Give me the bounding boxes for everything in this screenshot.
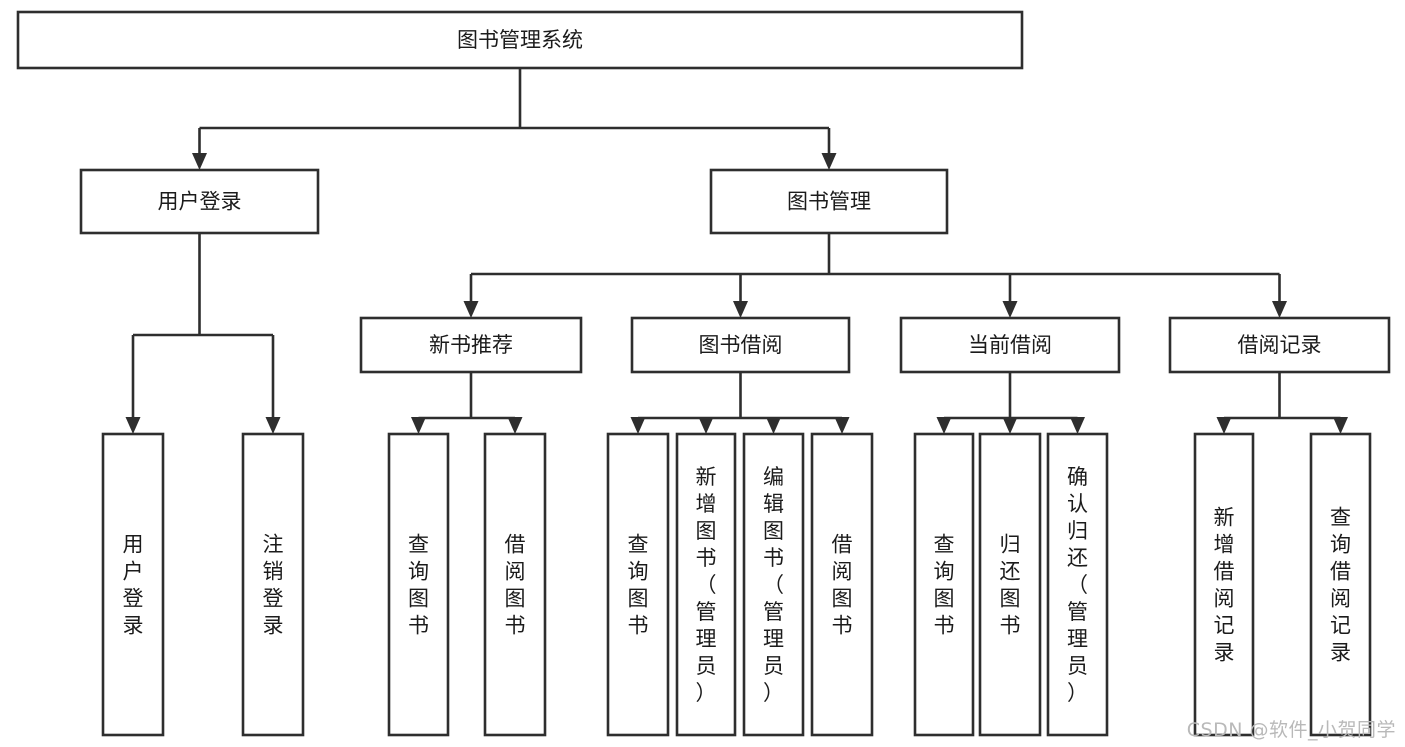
arrow-book-borrow-to-leaf-query-book-2 [630,417,646,434]
arrow-new-book-recommend-to-leaf-borrow-book-1 [507,417,523,434]
node-current-borrow-label: 当前借阅 [968,333,1052,357]
arrow-book-manage-to-current-borrow [1002,301,1018,318]
node-leaf-add-borrow-record-box [1193,432,1255,737]
arrow-book-borrow-to-leaf-borrow-book-2 [834,417,850,434]
node-leaf-add-book-admin-label: 新增图书（管理员） [696,465,717,705]
node-leaf-confirm-return-admin-box [1046,432,1109,737]
node-root-box [16,10,1024,70]
node-leaf-query-book-2[interactable]: 查询图书 [606,432,670,737]
node-leaf-return-book-label: 归还图书 [1000,533,1021,638]
node-leaf-edit-book-admin-label: 编辑图书（管理员） [763,465,784,705]
node-leaf-borrow-book-1[interactable]: 借阅图书 [483,432,547,737]
arrow-book-borrow-to-leaf-edit-book-admin [766,417,781,434]
node-leaf-add-borrow-record[interactable]: 新增借阅记录 [1193,432,1255,737]
arrow-book-manage-to-new-book-recommend [463,301,479,318]
connector-layer [125,68,1348,434]
node-book-manage[interactable]: 图书管理 [709,168,949,235]
node-book-manage-label: 图书管理 [787,190,871,214]
arrow-book-manage-to-book-borrow [733,301,748,318]
node-leaf-edit-book-admin-box [742,432,805,737]
node-leaf-edit-book-admin[interactable]: 编辑图书（管理员） [742,432,805,737]
node-leaf-borrow-book-1-label: 借阅图书 [505,533,526,638]
node-current-borrow-box [899,316,1121,374]
node-leaf-query-book-1-box [387,432,450,737]
node-leaf-borrow-book-2[interactable]: 借阅图书 [810,432,874,737]
node-user-login-box [79,168,320,235]
node-leaf-confirm-return-admin-label: 确认归还（管理员） [1067,465,1088,705]
node-layer: 图书管理系统用户登录图书管理新书推荐图书借阅当前借阅借阅记录用户登录注销登录查询… [16,10,1391,737]
arrow-book-borrow-to-leaf-add-book-admin [698,417,714,434]
node-leaf-logout-login-label: 注销登录 [263,533,284,638]
node-leaf-user-login-box [101,432,165,737]
node-leaf-user-login-label: 用户登录 [123,533,144,638]
node-leaf-add-borrow-record-label: 新增借阅记录 [1214,506,1235,665]
node-leaf-borrow-book-2-label: 借阅图书 [832,533,853,638]
node-leaf-query-book-3-box [913,432,975,737]
arrow-borrow-record-to-leaf-add-borrow-record [1216,417,1232,434]
node-leaf-borrow-book-1-box [483,432,547,737]
node-leaf-query-book-2-label: 查询图书 [628,533,649,638]
node-leaf-logout-login[interactable]: 注销登录 [241,432,305,737]
arrow-root-to-book-manage [821,153,837,170]
node-current-borrow[interactable]: 当前借阅 [899,316,1121,374]
arrow-borrow-record-to-leaf-query-borrow-record [1333,417,1348,434]
node-leaf-query-book-3[interactable]: 查询图书 [913,432,975,737]
node-leaf-query-borrow-record[interactable]: 查询借阅记录 [1309,432,1372,737]
node-leaf-query-borrow-record-label: 查询借阅记录 [1330,506,1351,665]
node-leaf-query-borrow-record-box [1309,432,1372,737]
node-leaf-query-book-1-label: 查询图书 [408,533,429,638]
arrow-user-login-to-leaf-logout-login [265,417,281,434]
node-leaf-query-book-1[interactable]: 查询图书 [387,432,450,737]
arrow-root-to-user-login [192,153,207,170]
node-book-borrow-box [630,316,851,374]
node-new-book-recommend-box [359,316,583,374]
arrow-book-manage-to-borrow-record [1272,301,1287,318]
node-leaf-query-book-3-label: 查询图书 [934,533,955,638]
node-leaf-user-login[interactable]: 用户登录 [101,432,165,737]
node-leaf-add-book-admin[interactable]: 新增图书（管理员） [675,432,737,737]
csdn-watermark: CSDN @软件_小贺同学 [1186,719,1396,741]
node-book-manage-box [709,168,949,235]
node-user-login-label: 用户登录 [158,190,242,214]
node-leaf-query-book-2-box [606,432,670,737]
arrow-current-borrow-to-leaf-return-book [1002,417,1018,434]
node-root-label: 图书管理系统 [457,28,583,52]
arrow-current-borrow-to-leaf-confirm-return-admin [1070,417,1085,434]
node-book-borrow[interactable]: 图书借阅 [630,316,851,374]
node-new-book-recommend[interactable]: 新书推荐 [359,316,583,374]
node-root[interactable]: 图书管理系统 [16,10,1024,70]
node-borrow-record-box [1168,316,1391,374]
node-leaf-borrow-book-2-box [810,432,874,737]
node-leaf-add-book-admin-box [675,432,737,737]
node-new-book-recommend-label: 新书推荐 [429,333,513,357]
node-borrow-record-label: 借阅记录 [1238,333,1322,357]
node-leaf-logout-login-box [241,432,305,737]
node-leaf-confirm-return-admin[interactable]: 确认归还（管理员） [1046,432,1109,737]
node-leaf-return-book-box [978,432,1042,737]
arrow-current-borrow-to-leaf-query-book-3 [936,417,952,434]
node-borrow-record[interactable]: 借阅记录 [1168,316,1391,374]
node-user-login[interactable]: 用户登录 [79,168,320,235]
arrow-user-login-to-leaf-user-login [125,417,141,434]
node-leaf-return-book[interactable]: 归还图书 [978,432,1042,737]
node-book-borrow-label: 图书借阅 [699,333,783,357]
arrow-new-book-recommend-to-leaf-query-book-1 [411,417,426,434]
